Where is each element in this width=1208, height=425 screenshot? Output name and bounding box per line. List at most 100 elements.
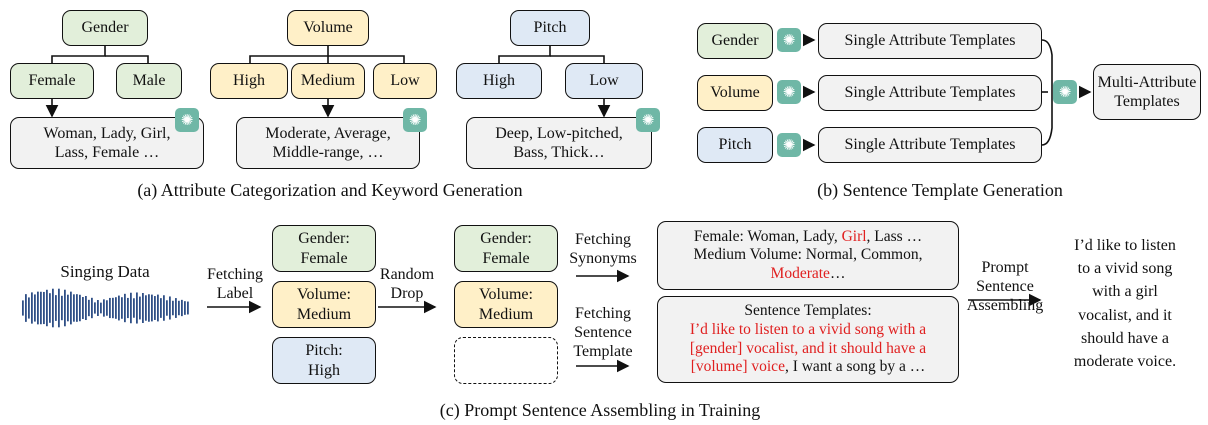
waveform-bar [55, 295, 57, 321]
pitch-high-node: High [456, 63, 542, 99]
waveform-bar [151, 294, 153, 322]
volume-high-node: High [210, 63, 288, 99]
single-attribute-templates-box: Single Attribute Templates [818, 75, 1042, 111]
chatgpt-icon: ✺ [175, 108, 199, 132]
chatgpt-icon: ✺ [636, 108, 660, 132]
dropped-empty-slot [454, 337, 558, 384]
single-attribute-templates-box: Single Attribute Templates [818, 127, 1042, 163]
waveform-bar [133, 298, 135, 318]
gender-keywords-box: Woman, Lady, Girl,Lass, Female … [10, 117, 204, 169]
chatgpt-icon: ✺ [777, 28, 801, 52]
waveform-bar [94, 302, 96, 314]
waveform-bar [88, 299, 90, 317]
waveform-bar [97, 300, 99, 316]
waveform-bar [145, 295, 147, 321]
label-gender-female: Gender:Female [272, 225, 376, 272]
volume-low-node: Low [373, 63, 437, 99]
waveform-bar [106, 300, 108, 316]
waveform-bar [166, 300, 168, 316]
waveform-bar [67, 294, 69, 322]
caption-a: (a) Attribute Categorization and Keyword… [137, 180, 523, 200]
waveform-bar [187, 301, 189, 315]
gender-root-node: Gender [62, 10, 148, 46]
waveform-bar [82, 297, 84, 319]
waveform-bar [79, 294, 81, 322]
dropped-gender-female: Gender:Female [454, 225, 558, 272]
caption-c: (c) Prompt Sentence Assembling in Traini… [439, 400, 761, 420]
chatgpt-icon: ✺ [403, 108, 427, 132]
waveform-icon [22, 288, 189, 328]
b-gender-node: Gender [697, 23, 773, 59]
single-attribute-templates-box: Single Attribute Templates [818, 23, 1042, 59]
waveform-bar [103, 299, 105, 317]
waveform-bar [169, 296, 171, 320]
volume-keywords-box: Moderate, Average,Middle-range, … [236, 117, 420, 169]
chatgpt-icon: ✺ [1053, 80, 1077, 104]
waveform-bar [37, 291, 39, 325]
waveform-bar [142, 293, 144, 323]
waveform-bar [115, 297, 117, 319]
waveform-bar [61, 295, 63, 321]
waveform-bar [40, 291, 42, 325]
waveform-bar [73, 294, 75, 322]
waveform-bar [139, 296, 141, 320]
waveform-bar [22, 300, 24, 316]
waveform-bar [178, 300, 180, 316]
output-prompt-sentence: I’d like to listen to a vivid song with … [1073, 237, 1177, 370]
label-pitch-high: Pitch:High [272, 337, 376, 384]
chatgpt-icon: ✺ [777, 80, 801, 104]
label-volume-medium: Volume:Medium [272, 281, 376, 328]
waveform-bar [163, 295, 165, 321]
b-volume-node: Volume [697, 75, 773, 111]
pitch-root-node: Pitch [510, 10, 590, 46]
waveform-bar [76, 294, 78, 322]
waveform-bar [49, 293, 51, 323]
synonyms-box: Female: Woman, Lady, Girl, Lass … Medium… [657, 221, 959, 290]
pitch-low-node: Low [565, 63, 643, 99]
female-node: Female [10, 63, 94, 99]
waveform-bar [184, 301, 186, 315]
waveform-bar [175, 298, 177, 318]
volume-root-node: Volume [287, 10, 369, 46]
waveform-bar [70, 291, 72, 325]
waveform-bar [85, 295, 87, 321]
waveform-bar [148, 294, 150, 322]
male-node: Male [116, 63, 182, 99]
singing-data-label: Singing Data [60, 262, 150, 281]
caption-b: (b) Sentence Template Generation [817, 180, 1063, 200]
volume-medium-node: Medium [291, 63, 365, 99]
waveform-bar [112, 297, 114, 319]
waveform-bar [136, 292, 138, 324]
pitch-keywords-box: Deep, Low-pitched,Bass, Thick… [466, 117, 652, 169]
waveform-bar [31, 292, 33, 324]
waveform-bar [64, 289, 66, 327]
waveform-bar [91, 297, 93, 319]
b-pitch-node: Pitch [697, 127, 773, 163]
waveform-bar [58, 288, 60, 328]
waveform-bar [25, 294, 27, 322]
waveform-bar [100, 302, 102, 314]
waveform-bar [118, 295, 120, 321]
waveform-bar [172, 300, 174, 316]
waveform-bar [34, 294, 36, 322]
waveform-bar [46, 289, 48, 327]
waveform-bar [160, 298, 162, 318]
waveform-bar [52, 288, 54, 328]
waveform-bar [43, 291, 45, 325]
waveform-bar [130, 292, 132, 324]
waveform-bar [109, 297, 111, 319]
waveform-bar [124, 293, 126, 323]
waveform-bar [181, 299, 183, 317]
waveform-bar [154, 296, 156, 320]
waveform-bar [121, 297, 123, 319]
waveform-bar [157, 294, 159, 322]
waveform-bar [127, 297, 129, 319]
sentence-templates-box: Sentence Templates: I’d like to listen t… [657, 296, 959, 383]
